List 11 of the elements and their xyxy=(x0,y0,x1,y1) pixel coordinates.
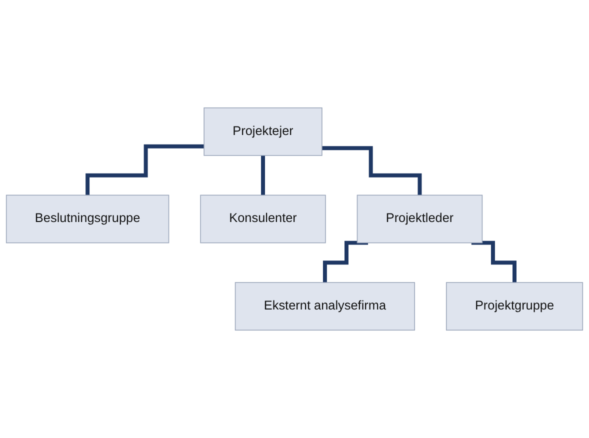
org-box: Konsulenter xyxy=(200,194,326,244)
connector-line xyxy=(86,144,204,198)
connector-line xyxy=(261,154,265,198)
org-box: Projektleder xyxy=(356,194,483,244)
org-box: Projektgruppe xyxy=(446,282,584,331)
org-box: Beslutningsgruppe xyxy=(6,194,170,244)
connector-line xyxy=(322,146,422,198)
connector-line xyxy=(471,240,516,284)
org-box: Eksternt analysefirma xyxy=(234,282,416,331)
org-box: Projektejer xyxy=(204,107,322,156)
connector-line xyxy=(322,240,368,284)
